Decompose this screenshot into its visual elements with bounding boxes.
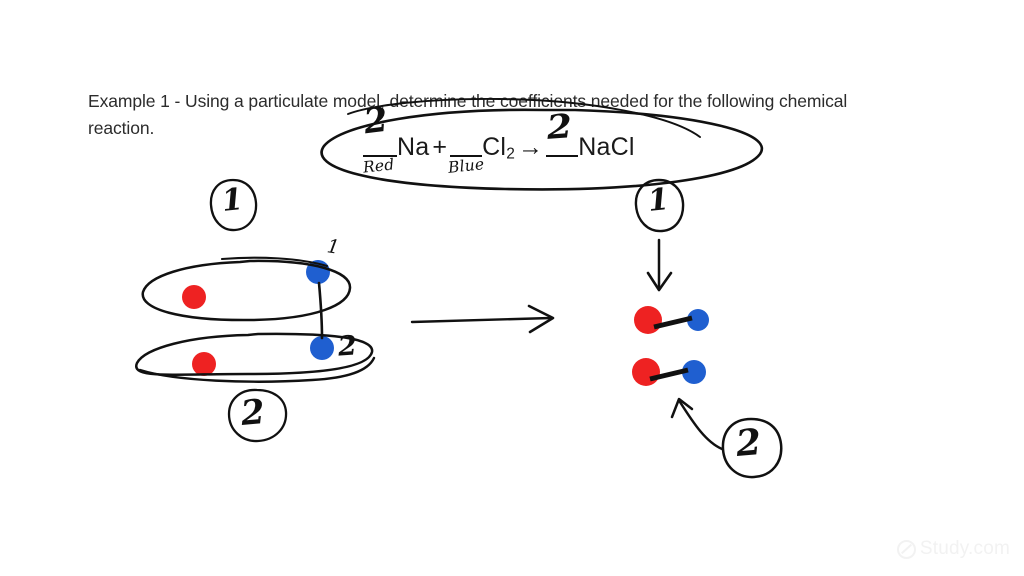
reactant-na-atom-lower: [192, 352, 216, 376]
tick-two-bottom-label: 2: [336, 330, 358, 363]
circled-one-right-label: 1: [646, 182, 671, 219]
downward-arrow-head: [646, 271, 673, 292]
reactant-na-atom-upper: [182, 285, 206, 309]
blank-cl2[interactable]: [450, 133, 483, 157]
product-cl-atom-1: [687, 309, 709, 331]
reaction-arrow-head: [527, 304, 555, 334]
reactant-group-ellipse-lower-overstroke: [138, 356, 376, 383]
reactant-cl-atom-upper: [306, 260, 330, 284]
circled-two-right-label: 2: [734, 420, 763, 466]
circled-one-left-label: 1: [220, 182, 245, 219]
watermark-label: Study.com: [919, 538, 1010, 559]
label-blue: Blue: [447, 155, 486, 177]
reaction-arrow-glyph: →: [518, 133, 544, 161]
circled-two-right-ring: [721, 417, 783, 479]
product-na-atom-2: [632, 358, 660, 386]
formula-cl-subscript: 2: [506, 145, 516, 163]
blank-nacl[interactable]: [546, 133, 579, 157]
plus-sign: +: [432, 133, 448, 161]
circled-one-left-ring: [209, 178, 258, 232]
reactant-group-ellipse-lower: [135, 332, 374, 376]
circled-two-left-label: 2: [239, 392, 267, 434]
reaction-arrow: [410, 316, 553, 324]
reactant-cl-atom-lower: [310, 336, 334, 360]
circled-two-left-ring: [227, 388, 288, 443]
tick-one-top-label: 1: [325, 235, 341, 259]
curved-arrow-to-product: [678, 400, 724, 451]
formula-na: Na: [397, 133, 430, 161]
study-ring-icon: [896, 539, 916, 559]
formula-nacl: NaCl: [578, 133, 635, 161]
product-na-atom-1: [634, 306, 662, 334]
circled-one-right-ring: [634, 178, 685, 233]
curved-arrow-head: [670, 397, 694, 419]
blank-na[interactable]: [363, 133, 397, 157]
watermark: Study.com: [896, 538, 1010, 560]
product-cl-atom-2: [682, 360, 706, 384]
formula-cl: Cl: [482, 133, 507, 161]
label-red: Red: [362, 155, 396, 177]
cl2-bond: [317, 281, 324, 340]
